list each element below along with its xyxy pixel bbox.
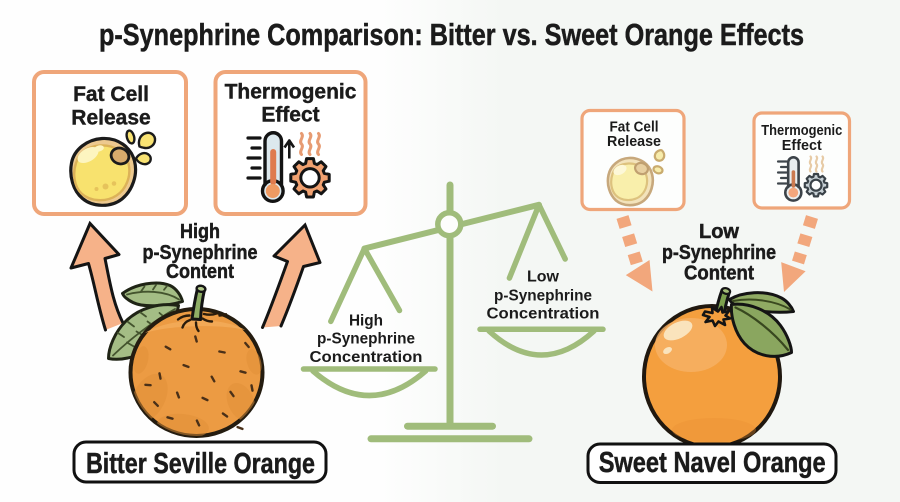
svg-text:Thermogenic: Thermogenic bbox=[761, 123, 842, 139]
svg-text:p-Synephrine: p-Synephrine bbox=[662, 242, 776, 264]
svg-text:Concentration: Concentration bbox=[310, 349, 423, 366]
svg-text:Effect: Effect bbox=[261, 104, 319, 127]
svg-text:Thermogenic: Thermogenic bbox=[225, 80, 357, 103]
svg-text:Bitter Seville Orange: Bitter Seville Orange bbox=[86, 448, 315, 480]
svg-text:Effect: Effect bbox=[782, 138, 822, 154]
svg-text:Low: Low bbox=[699, 221, 739, 243]
svg-text:Content: Content bbox=[684, 263, 754, 285]
svg-text:Sweet Navel Orange: Sweet Navel Orange bbox=[599, 447, 826, 479]
svg-text:p-Synephrine: p-Synephrine bbox=[317, 330, 415, 347]
svg-text:High: High bbox=[349, 312, 383, 329]
svg-text:Concentration: Concentration bbox=[487, 306, 600, 323]
svg-text:Content: Content bbox=[166, 261, 234, 283]
svg-text:Low: Low bbox=[527, 268, 560, 285]
svg-text:Fat Cell: Fat Cell bbox=[73, 83, 149, 106]
svg-text:Release: Release bbox=[607, 134, 661, 150]
svg-text:p-Synephrine Comparison: Bitte: p-Synephrine Comparison: Bitter vs. Swee… bbox=[99, 18, 804, 52]
svg-text:Release: Release bbox=[71, 107, 150, 130]
svg-text:Fat Cell: Fat Cell bbox=[610, 120, 659, 136]
svg-text:High: High bbox=[180, 221, 220, 243]
svg-text:p-Synephrine: p-Synephrine bbox=[494, 287, 592, 304]
svg-text:p-Synephrine: p-Synephrine bbox=[143, 242, 258, 264]
